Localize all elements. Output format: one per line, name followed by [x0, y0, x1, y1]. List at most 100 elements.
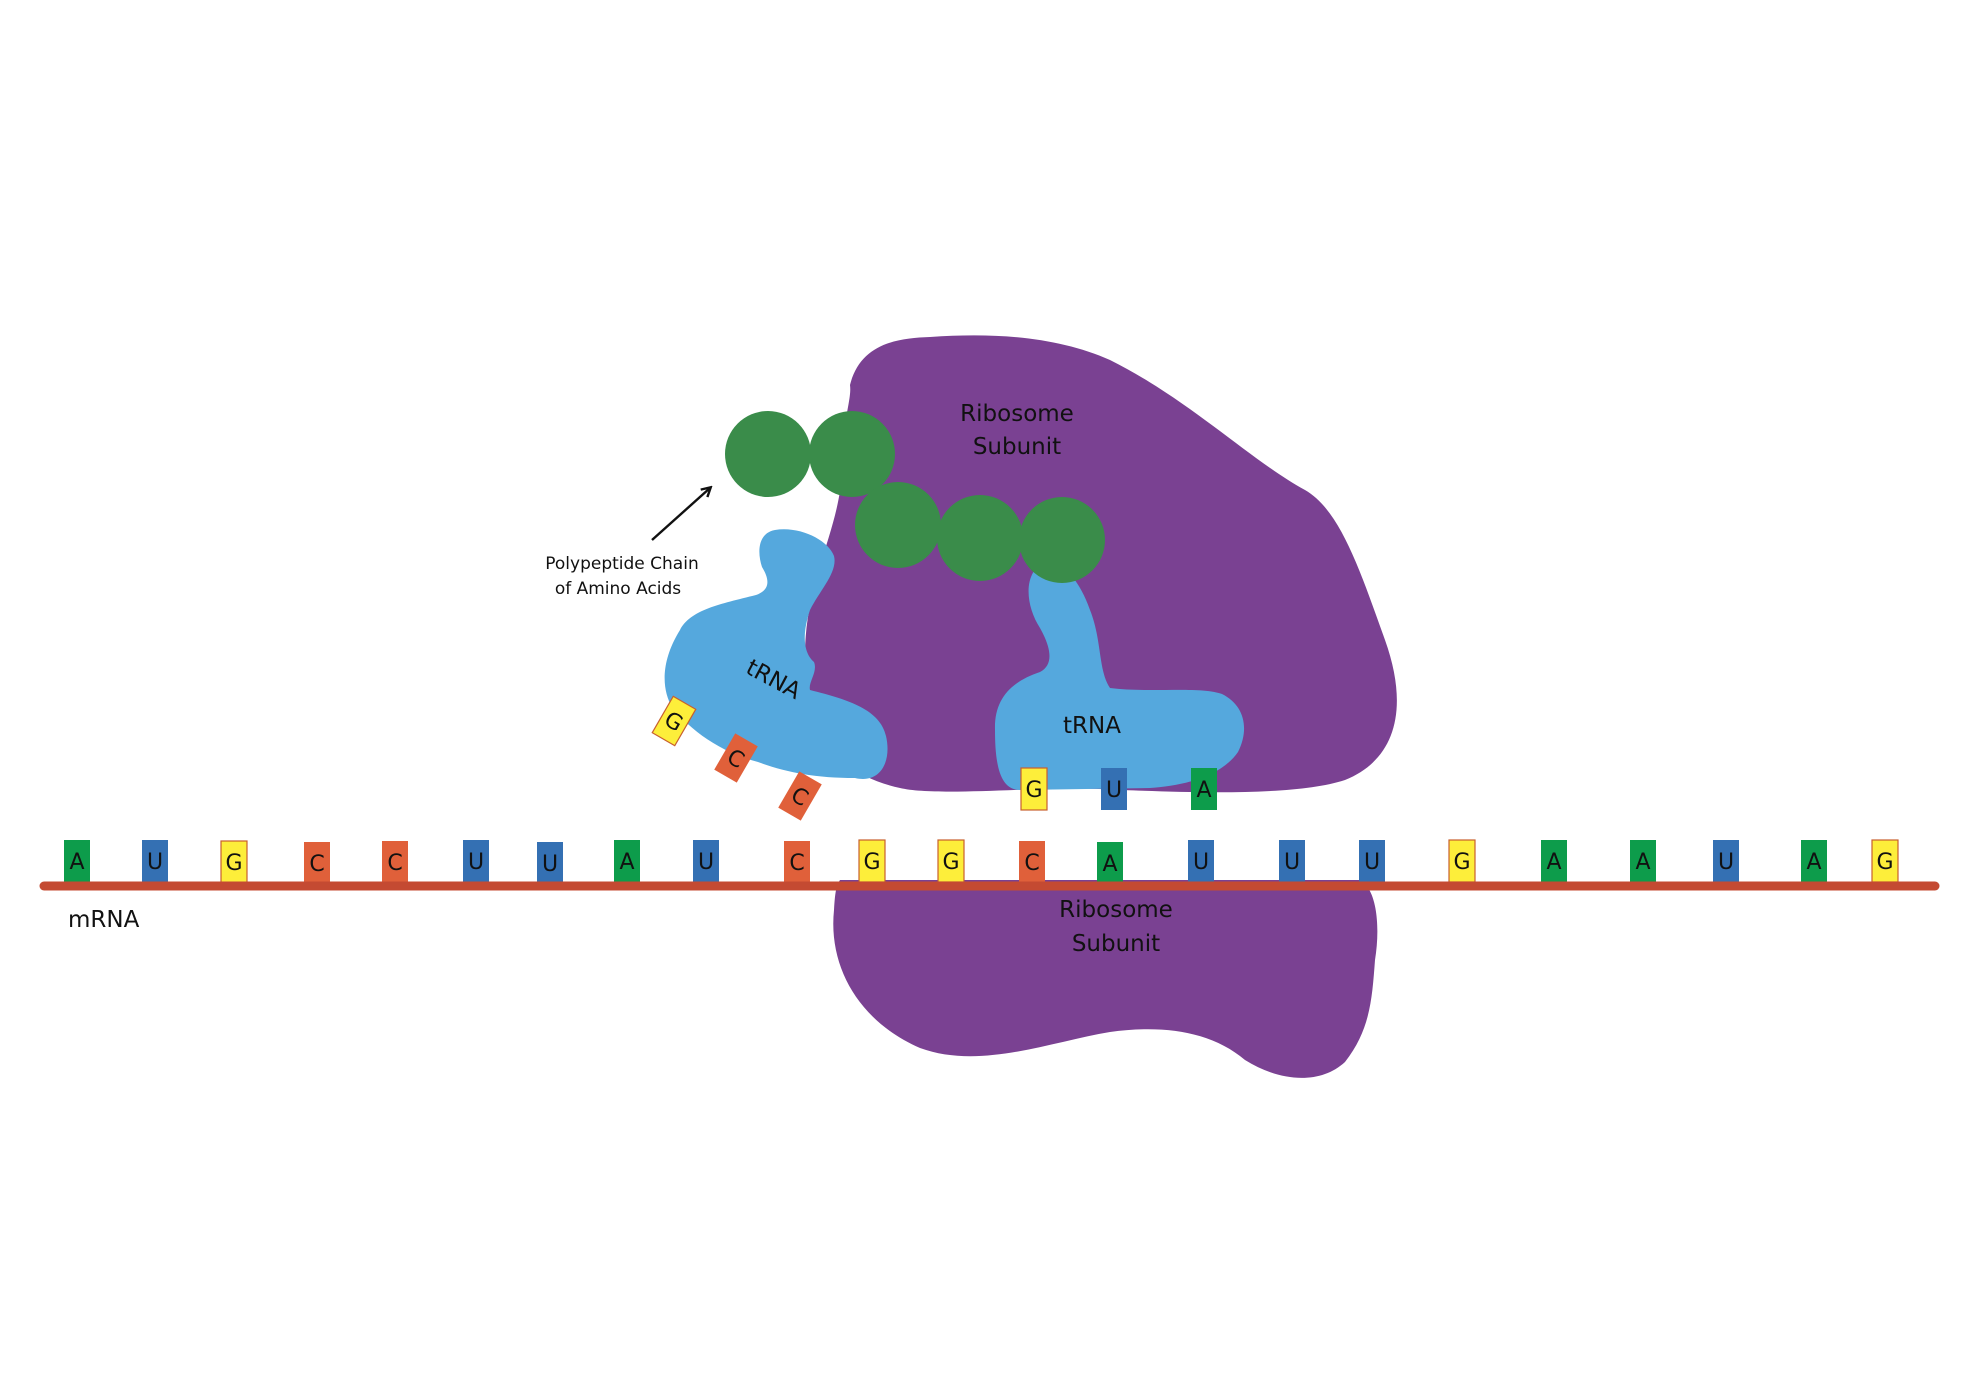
base-letter: G	[942, 850, 959, 875]
ribosome-bottom-label-line1: Ribosome	[1059, 897, 1173, 923]
base-tile	[714, 733, 758, 783]
base-letter: A	[69, 850, 84, 875]
base-letter: U	[698, 850, 714, 875]
base-u: U	[142, 840, 168, 882]
base-tile	[1020, 767, 1048, 811]
amino-acid	[1019, 497, 1105, 583]
base-a: A	[1801, 840, 1827, 882]
base-a: A	[1541, 840, 1567, 882]
base-letter: U	[542, 852, 558, 877]
base-tile	[142, 840, 168, 882]
trna-right-label: tRNA	[1063, 713, 1121, 739]
base-tile	[1188, 840, 1214, 882]
base-u: U	[1713, 840, 1739, 882]
base-u: U	[463, 840, 489, 882]
base-letter: U	[1284, 850, 1300, 875]
base-u: U	[1188, 840, 1214, 882]
base-g: G	[1871, 839, 1899, 883]
base-tile	[651, 695, 697, 747]
ribosome-top-label-line2: Subunit	[973, 434, 1061, 460]
base-c: C	[304, 842, 330, 884]
base-c: C	[778, 771, 822, 821]
base-tile	[1630, 840, 1656, 882]
base-letter: U	[1106, 778, 1122, 803]
base-letter: C	[789, 851, 804, 876]
trna-left	[664, 529, 888, 779]
base-a: A	[1097, 842, 1123, 884]
base-tile	[1019, 841, 1045, 883]
base-tile	[537, 842, 563, 884]
base-letter: G	[1876, 850, 1893, 875]
amino-acid	[855, 482, 941, 568]
base-tile	[1801, 840, 1827, 882]
ribosome-top-label-line1: Ribosome	[960, 401, 1074, 427]
ribosome-small-subunit	[833, 880, 1378, 1078]
base-letter: G	[863, 850, 880, 875]
base-tile	[1097, 842, 1123, 884]
base-g: G	[651, 695, 697, 747]
base-letter: G	[1453, 850, 1470, 875]
base-tile	[614, 840, 640, 882]
base-g: G	[937, 839, 965, 883]
base-tile	[778, 771, 822, 821]
base-tile	[1101, 768, 1127, 810]
base-a: A	[1630, 840, 1656, 882]
base-letter: A	[1546, 850, 1561, 875]
base-tile	[1541, 840, 1567, 882]
base-tile	[784, 841, 810, 883]
base-tile	[1279, 840, 1305, 882]
polypeptide-chain	[725, 411, 1105, 583]
base-letter: U	[1193, 850, 1209, 875]
base-g: G	[1448, 839, 1476, 883]
base-tile	[1359, 840, 1385, 882]
base-tile	[858, 839, 886, 883]
base-c: C	[382, 841, 408, 883]
amino-acid	[809, 411, 895, 497]
base-letter: U	[1718, 850, 1734, 875]
base-letter: G	[225, 851, 242, 876]
base-a: A	[1191, 768, 1217, 810]
ribosome-bottom-label-line2: Subunit	[1072, 931, 1160, 957]
base-g: G	[858, 839, 886, 883]
trna-right	[994, 560, 1245, 790]
base-a: A	[64, 840, 90, 882]
base-letter: U	[147, 850, 163, 875]
base-tile	[1191, 768, 1217, 810]
base-c: C	[714, 733, 758, 783]
base-u: U	[537, 842, 563, 884]
trna-left-anticodon: GCC	[651, 695, 822, 821]
base-letter: G	[1025, 778, 1042, 803]
polypeptide-arrow-icon	[651, 488, 710, 541]
base-letter: A	[1635, 850, 1650, 875]
base-c: C	[784, 841, 810, 883]
base-g: G	[220, 840, 248, 884]
base-letter: C	[309, 852, 324, 877]
base-a: A	[614, 840, 640, 882]
base-tile	[304, 842, 330, 884]
base-letter: A	[1196, 778, 1211, 803]
base-tile	[463, 840, 489, 882]
base-u: U	[1359, 840, 1385, 882]
polypeptide-label-line2: of Amino Acids	[555, 579, 681, 599]
base-letter: A	[1806, 850, 1821, 875]
polypeptide-label-line1: Polypeptide Chain	[545, 554, 698, 574]
base-tile	[1871, 839, 1899, 883]
base-letter: U	[1364, 850, 1380, 875]
base-u: U	[1101, 768, 1127, 810]
base-tile	[937, 839, 965, 883]
base-g: G	[1020, 767, 1048, 811]
base-letter: U	[468, 850, 484, 875]
base-tile	[382, 841, 408, 883]
base-tile	[693, 840, 719, 882]
amino-acid	[725, 411, 811, 497]
base-letter: C	[387, 851, 402, 876]
mrna-label: mRNA	[68, 907, 140, 933]
amino-acid	[937, 495, 1023, 581]
base-letter: C	[1024, 851, 1039, 876]
base-c: C	[1019, 841, 1045, 883]
base-u: U	[693, 840, 719, 882]
base-u: U	[1279, 840, 1305, 882]
